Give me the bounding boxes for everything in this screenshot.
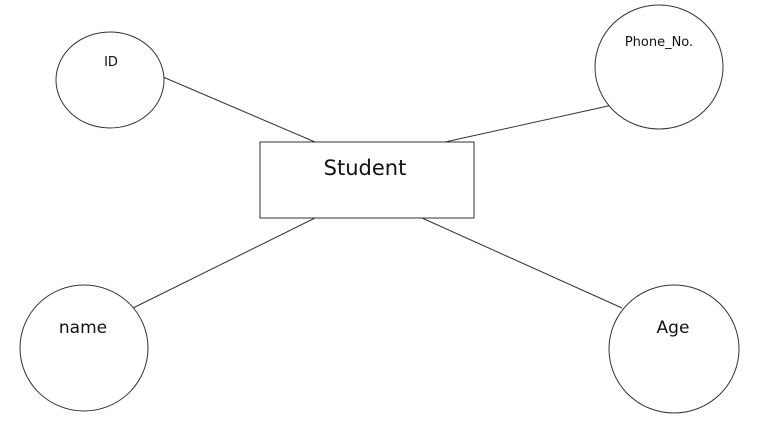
- age-attribute-label: Age: [657, 318, 690, 338]
- name-attribute-label: name: [59, 318, 107, 338]
- id-attribute: [55, 31, 165, 129]
- age-connector: [421, 217, 623, 309]
- id-connector: [162, 76, 316, 143]
- phone-attribute-label: Phone_No.: [625, 35, 693, 50]
- age-attribute: [608, 284, 740, 414]
- student-entity: [259, 141, 475, 219]
- id-attribute-label: ID: [104, 55, 118, 70]
- phone-attribute: [594, 4, 724, 130]
- phone-connector: [444, 103, 618, 143]
- name-connector: [132, 217, 316, 309]
- student-entity-label: Student: [324, 156, 407, 180]
- name-attribute: [19, 284, 149, 412]
